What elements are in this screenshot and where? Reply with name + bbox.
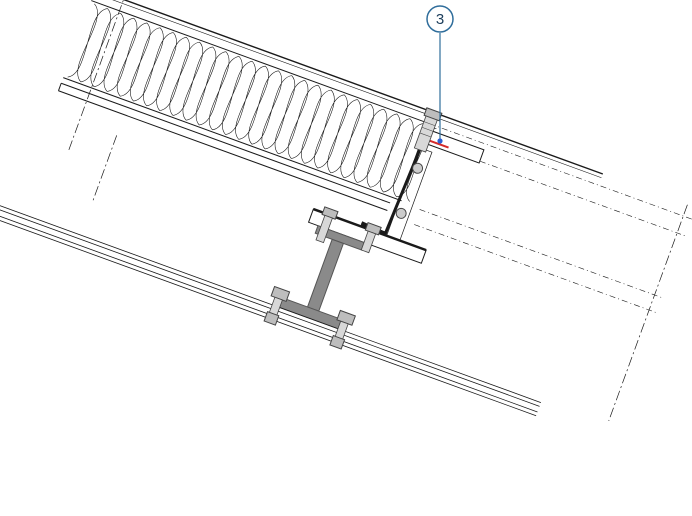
base-plate <box>0 190 542 417</box>
section-boundaries <box>68 0 688 422</box>
bolt-rail-right <box>360 221 382 254</box>
bolt-base-right <box>329 309 357 350</box>
bolt-bracket-lower <box>395 207 407 219</box>
outer-sheet <box>93 0 604 179</box>
inner-liner <box>57 82 391 211</box>
bolt-rail-left <box>315 206 339 244</box>
bolt-bracket-upper <box>412 162 424 174</box>
bolt-base-left <box>263 285 291 326</box>
insulation-layer <box>63 0 437 202</box>
callout-3: 3 <box>426 5 454 144</box>
callout-label: 3 <box>436 11 444 28</box>
roof-assembly <box>0 0 692 422</box>
